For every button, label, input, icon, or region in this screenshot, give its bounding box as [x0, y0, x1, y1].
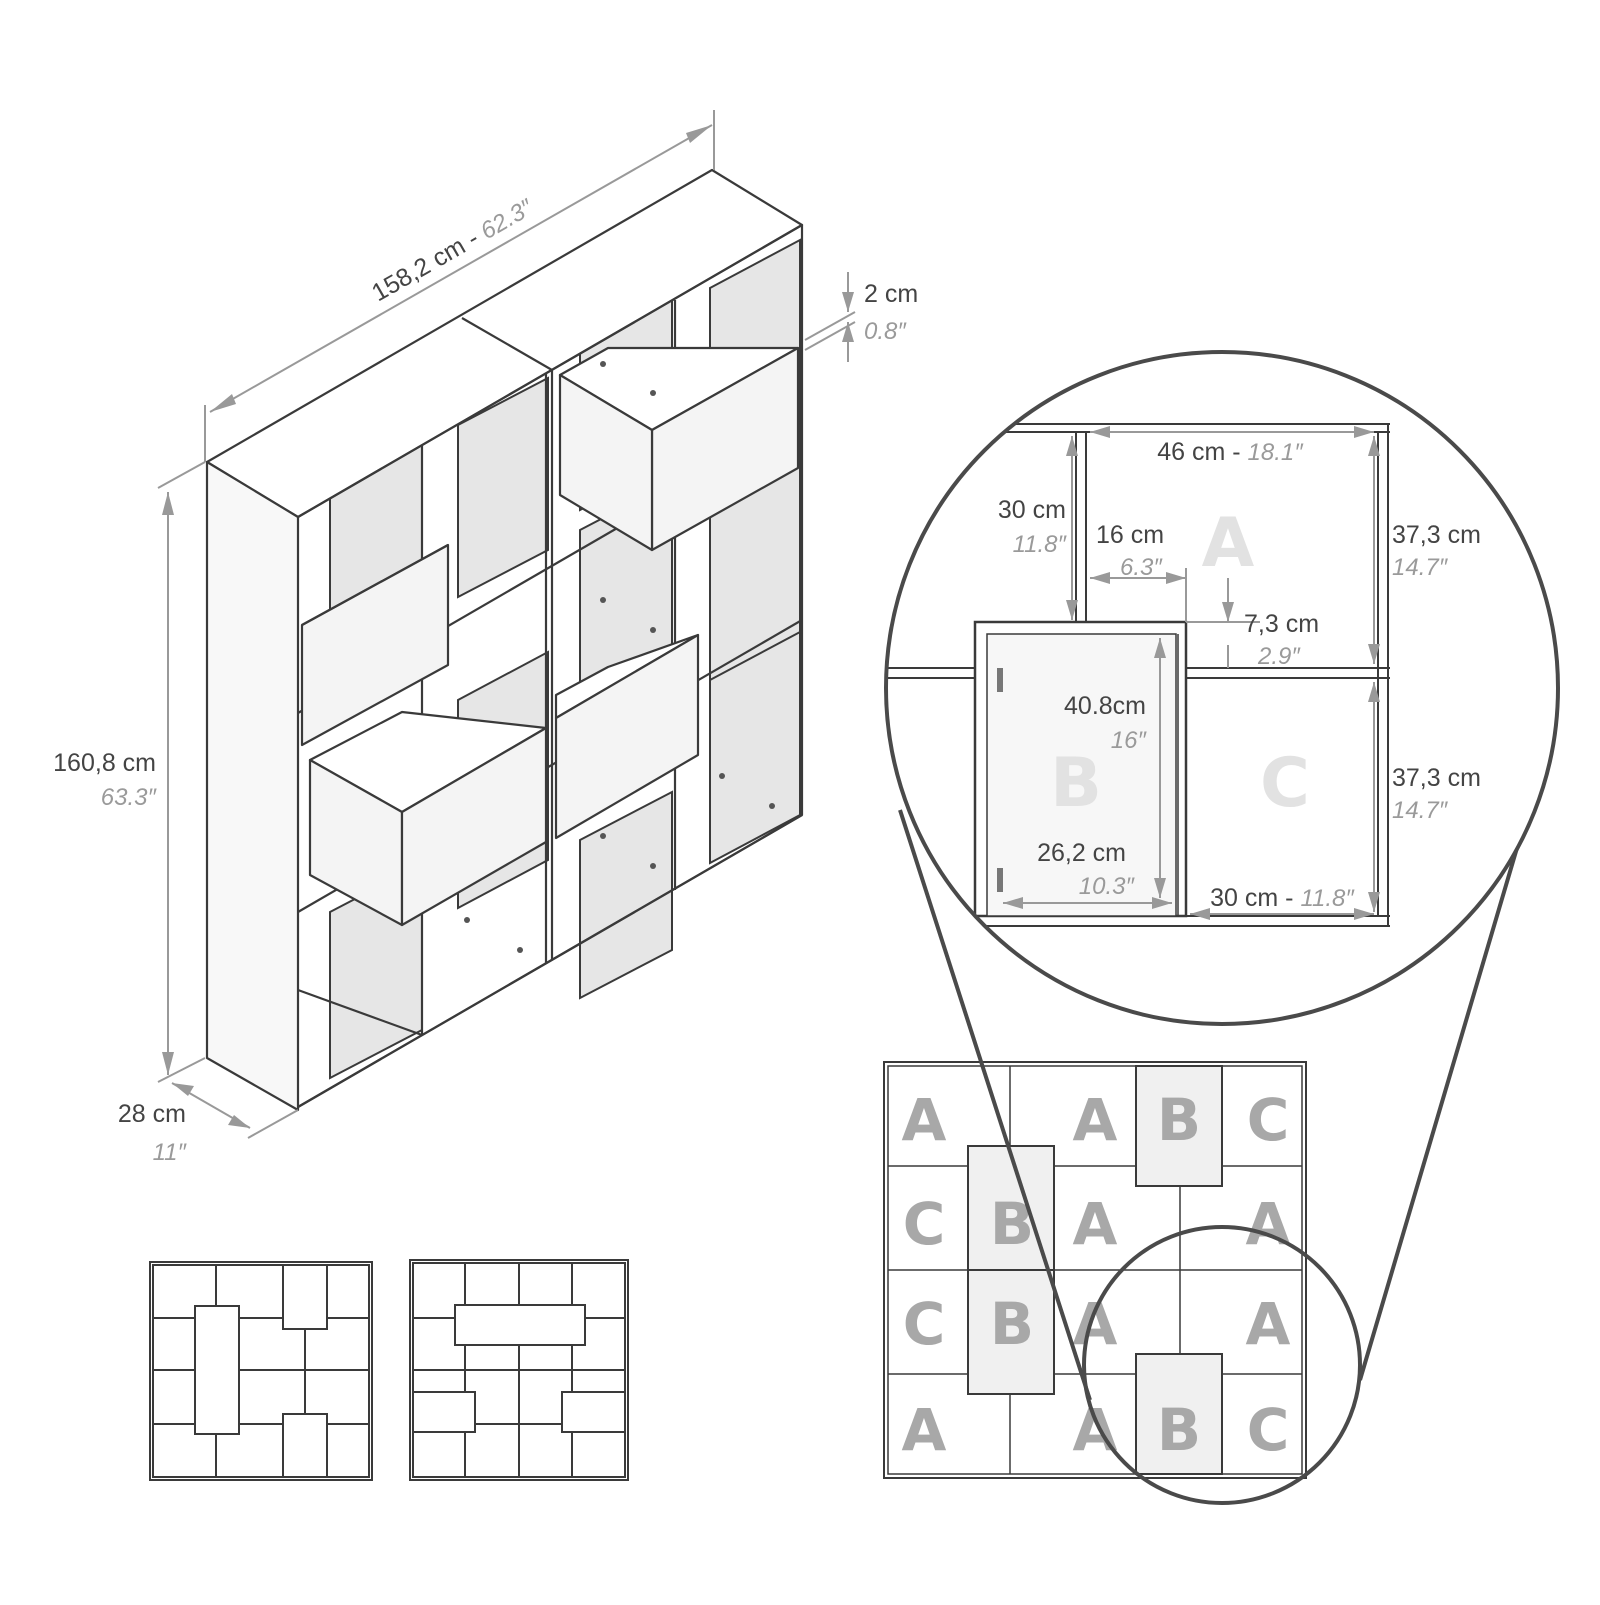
grid-label: A — [902, 1086, 947, 1154]
grid-label: B — [1157, 1396, 1201, 1464]
box-upper-right — [558, 346, 800, 552]
grid-label: A — [1073, 1396, 1118, 1464]
b-offset-imperial: 6.3″ — [1120, 554, 1163, 581]
b-top-gap-imperial: 11.8″ — [1013, 531, 1068, 558]
depth-dimension — [171, 1082, 299, 1139]
detail-label-a: A — [1202, 504, 1255, 583]
thickness-dimension — [804, 272, 856, 362]
b-height-metric: 40.8cm — [1064, 692, 1146, 720]
detail-circle-border — [884, 350, 1560, 1026]
detail-label-b: B — [1050, 744, 1102, 823]
box-middle-left — [308, 710, 548, 927]
detail-dimension-lines — [1003, 426, 1380, 920]
b-width-metric: 26,2 cm — [1037, 839, 1126, 867]
grid-label: A — [1246, 1190, 1291, 1258]
grid-label: A — [1073, 1086, 1118, 1154]
a-height-metric: 37,3 cm — [1392, 521, 1481, 549]
grid-label: A — [902, 1396, 947, 1464]
grid-label: A — [1246, 1290, 1291, 1358]
height-metric: 160,8 cm — [53, 749, 156, 777]
a-height-imperial: 14.7″ — [1392, 554, 1449, 581]
width-dimension — [204, 110, 715, 462]
isometric-bookcase: 158,2 cm - 62.3″ 160,8 cm 63.3″ 28 cm 11… — [53, 110, 918, 1166]
c-height-imperial: 14.7″ — [1392, 797, 1449, 824]
grid-label: C — [903, 1290, 946, 1358]
c-height-metric: 37,3 cm — [1392, 764, 1481, 792]
detail-zoom: A B C — [884, 350, 1560, 1026]
box-middle-right — [554, 597, 700, 840]
depth-metric: 28 cm — [118, 1100, 186, 1128]
grid-label: B — [1157, 1086, 1201, 1154]
a-width-label: 46 cm - 18.1″ — [1157, 438, 1304, 466]
b-overlap-imperial: 2.9″ — [1257, 643, 1301, 670]
grid-label: C — [903, 1190, 946, 1258]
grid-label: C — [1247, 1086, 1290, 1154]
magnifier-connector — [898, 769, 1542, 1505]
layout-alternative-2 — [409, 1259, 629, 1481]
b-top-gap-metric: 30 cm — [998, 496, 1066, 524]
shelf-pins — [464, 773, 775, 953]
b-overlap-metric: 7,3 cm — [1244, 610, 1319, 638]
grid-label: C — [1247, 1396, 1290, 1464]
box-upper-left — [300, 543, 450, 747]
detail-label-c: C — [1260, 744, 1310, 823]
thickness-imperial: 0.8″ — [864, 318, 907, 345]
c-width-label: 30 cm - 11.8″ — [1210, 884, 1355, 912]
height-imperial: 63.3″ — [101, 784, 158, 811]
height-dimension — [157, 461, 206, 1083]
grid-label: A — [1073, 1190, 1118, 1258]
grid-label: A — [1073, 1290, 1118, 1358]
b-offset-metric: 16 cm — [1096, 521, 1164, 549]
depth-imperial: 11″ — [153, 1139, 188, 1166]
grid-label: B — [990, 1290, 1034, 1358]
thickness-metric: 2 cm — [864, 280, 918, 308]
left-side-panel — [205, 460, 300, 1112]
b-width-imperial: 10.3″ — [1079, 873, 1136, 900]
layout-alternative-1 — [149, 1261, 373, 1481]
b-height-imperial: 16″ — [1111, 727, 1148, 754]
